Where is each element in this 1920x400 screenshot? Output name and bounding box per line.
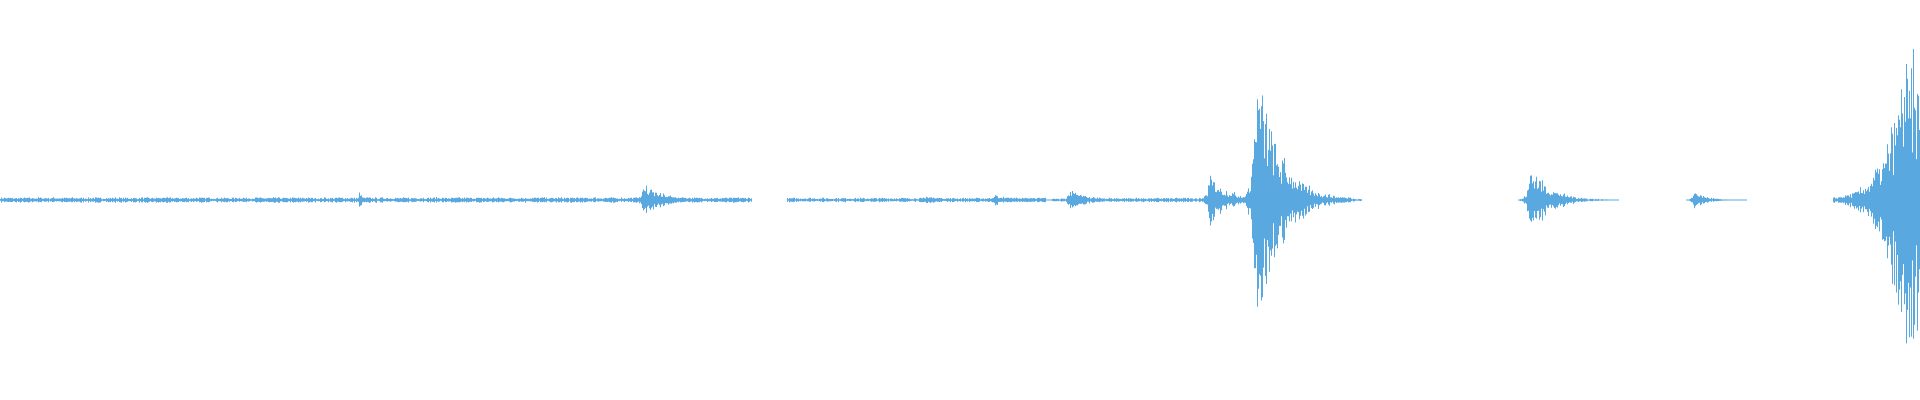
waveform-path — [0, 48, 1920, 344]
